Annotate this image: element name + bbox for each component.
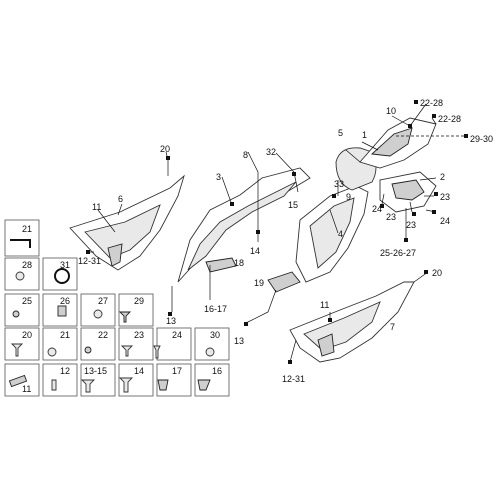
- callout-7: 7: [390, 322, 395, 332]
- hardware-icons: [8, 239, 215, 393]
- screw-icon: [10, 343, 24, 357]
- hw-label-27: 27: [98, 296, 108, 306]
- callout-23b: 23: [386, 212, 396, 222]
- washer-icon: [93, 309, 103, 319]
- callout-32: 32: [266, 147, 276, 157]
- part-6-left-fairing: [69, 174, 185, 271]
- nut-icon: [157, 379, 169, 391]
- hw-box-22: [80, 327, 116, 361]
- callout-9: 9: [346, 192, 351, 202]
- callout-20b: 20: [432, 268, 442, 278]
- hw-label-28: 28: [22, 260, 32, 270]
- hw-label-22: 22: [98, 330, 108, 340]
- hw-box-12: [42, 363, 78, 397]
- callout-labels: 20 6 11 12-31 3 8 32 15 14 18 13 16-17 1…: [78, 98, 493, 384]
- callout-15: 15: [288, 200, 298, 210]
- callout-18: 18: [234, 258, 244, 268]
- callout-12-31b: 12-31: [282, 374, 305, 384]
- hw-label-20: 20: [22, 330, 32, 340]
- hw-box-31: [42, 257, 78, 291]
- pad-icon: [8, 374, 28, 388]
- callout-24: 24: [372, 204, 382, 214]
- hw-label-13-15: 13-15: [84, 366, 107, 376]
- allen-key-icon: [10, 239, 31, 248]
- callout-22-28: 22-28: [420, 98, 443, 108]
- callout-33: 33: [334, 179, 344, 189]
- leader-lines: [90, 103, 464, 363]
- callout-14: 14: [250, 246, 260, 256]
- screw-icon: [118, 311, 132, 323]
- screw-icon: [80, 379, 96, 393]
- clip-icon: [197, 379, 211, 391]
- hw-label-11: 11: [22, 384, 31, 394]
- hw-box-20: [4, 327, 40, 361]
- washer-icon: [47, 347, 57, 357]
- hw-label-31: 31: [60, 260, 70, 270]
- part-4-right-tail-panel: [295, 185, 369, 283]
- callout-29-30: 29-30: [470, 134, 493, 144]
- callout-23: 23: [440, 192, 450, 202]
- hw-label-26: 26: [60, 296, 70, 306]
- callout-8: 8: [243, 150, 248, 160]
- callout-23c: 23: [406, 220, 416, 230]
- hw-box-23: [118, 327, 154, 361]
- callout-10: 10: [386, 106, 396, 116]
- part-7-right-fairing: [289, 281, 415, 363]
- hw-label-16: 16: [212, 366, 222, 376]
- screw-icon: [118, 377, 134, 393]
- hardware-labels: 21 28 31 25 26 27 29 20 21 22 23 24 30 1…: [22, 224, 222, 394]
- hw-label-30: 30: [210, 330, 220, 340]
- callout-22-28b: 22-28: [438, 114, 461, 124]
- callout-24b: 24: [440, 216, 450, 226]
- hw-label-21b: 21: [60, 330, 70, 340]
- callout-13: 13: [166, 316, 176, 326]
- clip-icon: [57, 305, 67, 317]
- hardware-grid: [4, 219, 230, 397]
- callout-11b: 11: [320, 300, 329, 310]
- nut-icon: [84, 346, 92, 354]
- hw-box-21: [4, 219, 40, 257]
- callout-20: 20: [160, 144, 170, 154]
- callout-2: 2: [440, 172, 445, 182]
- callout-12-31: 12-31: [78, 256, 101, 266]
- washer-icon: [15, 271, 25, 281]
- callout-1: 1: [362, 130, 367, 140]
- o-ring-icon: [54, 268, 70, 284]
- callout-3: 3: [216, 172, 221, 182]
- hw-label-29: 29: [134, 296, 144, 306]
- washer-icon: [205, 347, 215, 357]
- screw-icon: [153, 345, 161, 359]
- screw-icon: [120, 345, 134, 357]
- hw-label-24: 24: [172, 330, 182, 340]
- hw-label-25: 25: [22, 296, 32, 306]
- hw-label-21: 21: [22, 224, 32, 234]
- callout-6: 6: [118, 194, 123, 204]
- screw-icon: [12, 310, 20, 318]
- part-2-rear-bracket: [379, 171, 437, 213]
- callout-19: 19: [254, 278, 264, 288]
- leader-dots: [86, 100, 468, 364]
- hw-box-25: [4, 293, 40, 327]
- hw-label-14: 14: [134, 366, 144, 376]
- screw-icon: [51, 379, 57, 391]
- callout-5: 5: [338, 128, 343, 138]
- hw-label-23: 23: [134, 330, 144, 340]
- callout-4: 4: [338, 229, 343, 239]
- hw-label-12: 12: [60, 366, 70, 376]
- callout-25-26-27: 25-26-27: [380, 248, 416, 258]
- part-18-bracket: [205, 257, 237, 273]
- part-19-bracket: [267, 271, 301, 293]
- callout-13b: 13: [234, 336, 244, 346]
- hw-label-17: 17: [172, 366, 182, 376]
- callout-11: 11: [92, 202, 101, 212]
- callout-16-17: 16-17: [204, 304, 227, 314]
- hw-box-24: [156, 327, 192, 361]
- part-1-tail-cowl: [359, 117, 437, 169]
